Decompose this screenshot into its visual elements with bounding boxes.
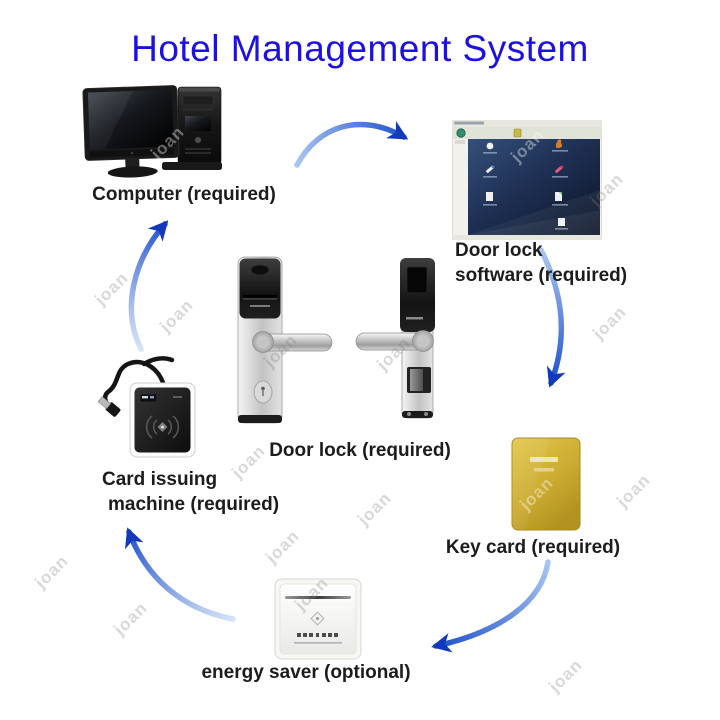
arrow-keycard-to-energysaver <box>431 559 551 653</box>
door-lock-back <box>355 258 435 419</box>
energy-saver-image <box>274 578 362 660</box>
toolbar-icon <box>456 128 466 138</box>
key-card-image <box>511 437 581 531</box>
door-lock-front <box>237 256 333 424</box>
card-machine-label: Card issuing machine (required) <box>102 469 280 515</box>
software-desktop <box>468 139 600 235</box>
energy-saver-label: energy saver (optional) <box>201 662 411 683</box>
door-lock-software-screenshot <box>452 120 602 240</box>
arrow-cardmachine-to-computer <box>128 220 169 352</box>
arrow-computer-to-software <box>294 121 409 168</box>
page-title: Hotel Management System <box>131 28 589 69</box>
toolbar-icon <box>513 128 522 138</box>
door-lock-label: Door lock (required) <box>269 440 451 461</box>
arrow-energysaver-to-cardmachine <box>124 527 236 622</box>
software-label: Door lock software (required) <box>455 240 628 286</box>
key-card-label: Key card (required) <box>445 537 621 558</box>
usb-plug <box>97 396 121 417</box>
door-lock-image <box>237 256 435 424</box>
nfc-emblem <box>145 415 180 439</box>
desktop-icons <box>483 139 568 230</box>
computer-tower <box>162 86 222 170</box>
computer-image <box>82 85 222 178</box>
arrow-software-to-keycard <box>538 247 566 388</box>
computer-monitor <box>82 85 180 178</box>
computer-label: Computer (required) <box>92 184 276 205</box>
usb-cable <box>97 356 175 417</box>
window-title-bar <box>452 120 602 127</box>
card-issuing-machine-image <box>97 356 196 458</box>
energy-saver-text-marks <box>297 633 338 637</box>
card-slot <box>285 596 351 599</box>
window-toolbar <box>452 127 602 139</box>
